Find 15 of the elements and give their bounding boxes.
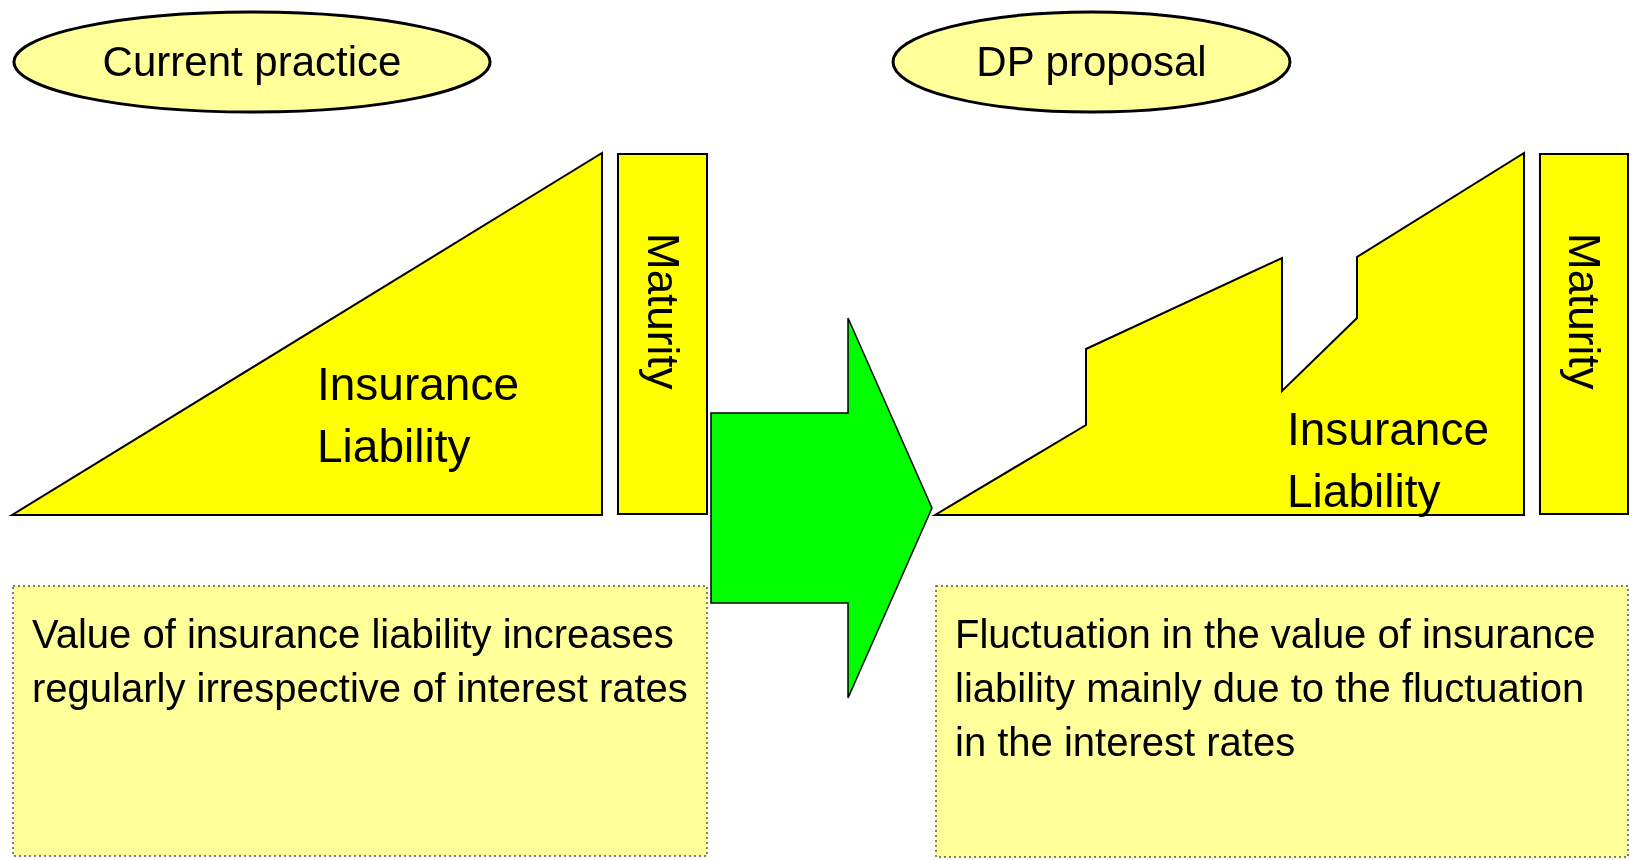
shape-label: Insurance Liability	[1287, 402, 1490, 520]
note-text: Value of insurance liability increases regularly irrespective of interest rates	[32, 611, 689, 712]
title-ellipse	[891, 10, 1292, 114]
note-text: Fluctuation in the value of insurance liability mainly due to the fluctuation in the interest rates	[955, 611, 1597, 766]
heading: DP proposal	[975, 38, 1208, 86]
note-box	[935, 585, 1629, 858]
note-box	[12, 585, 708, 857]
title-ellipse	[12, 10, 492, 114]
heading: Current practice	[101, 38, 403, 86]
shape-label: Insurance Liability	[317, 357, 520, 475]
bar-shape	[617, 153, 708, 515]
vertical-label: Maturity	[1559, 233, 1609, 390]
vertical-label: Maturity	[637, 233, 688, 390]
block-arrow	[710, 317, 933, 699]
bar-shape	[1539, 153, 1629, 515]
